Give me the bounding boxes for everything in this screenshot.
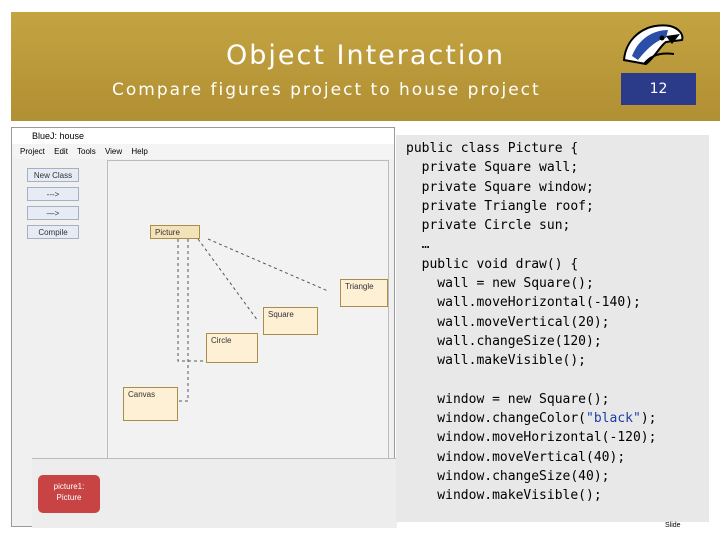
class-triangle[interactable]: Triangle [340,279,388,307]
side-toolbar: New Class ---> —> Compile [27,168,81,244]
code-line: public class Picture { [406,141,579,156]
header-background [11,12,720,121]
compile-button[interactable]: Compile [27,225,79,239]
code-line: window.makeVisible(); [406,488,602,504]
menu-item-view[interactable]: View [104,147,123,156]
object-name: picture1: [53,482,85,491]
slide-title: Object Interaction [226,40,505,71]
diagram-arrows [138,238,329,402]
new-class-button[interactable]: New Class [27,168,79,182]
menu-item-edit[interactable]: Edit [54,147,68,156]
object-picture1[interactable]: picture1: Picture [38,475,100,513]
menu-item-project[interactable]: Project [20,147,45,156]
object-bench: picture1: Picture [32,458,397,528]
menu-bar: Project Edit Tools View Help [12,144,394,159]
class-canvas[interactable]: Canvas [123,387,178,421]
class-diagram: Picture Triangle Square Circle Canvas [107,160,389,460]
class-picture[interactable]: Picture [150,225,200,239]
code-line: … [406,237,430,253]
class-circle[interactable]: Circle [206,333,258,363]
code-line: wall.makeVisible(); [406,353,587,369]
code-line: wall.moveHorizontal(-140); [406,295,641,311]
bluej-screenshot: BlueJ: house Project Edit Tools View Hel… [11,127,397,528]
slide-header [11,12,720,121]
menu-item-help[interactable]: Help [131,147,148,156]
code-line: private Square window; [406,179,594,195]
slide-footer: Slide [665,522,681,529]
object-type: Picture [56,493,82,502]
code-line: wall.changeSize(120); [406,333,602,349]
bluebird-logo-icon [622,24,684,66]
window-title: BlueJ: house [12,128,394,144]
code-listing: public class Picture { private Square wa… [396,135,709,522]
code-line: window.changeSize(40); [406,469,610,485]
code-line: private Circle sun; [406,218,571,234]
code-line: window.moveHorizontal(-120); [406,430,657,446]
code-line [406,371,709,390]
code-line: window.changeColor("black"); [406,411,657,427]
code-line: public void draw() { [406,256,579,272]
menu-item-tools[interactable]: Tools [77,147,96,156]
code-line: private Square wall; [406,160,579,176]
uses-arrow-button[interactable]: ---> [27,187,79,201]
code-line: window = new Square(); [406,391,610,407]
code-line: wall = new Square(); [406,276,594,292]
inheritance-arrow-button[interactable]: —> [27,206,79,220]
code-line: window.moveVertical(40); [406,449,626,465]
slide-number-badge: 12 [621,73,696,105]
class-square[interactable]: Square [263,307,318,335]
slide-subtitle: Compare figures project to house project [112,80,541,100]
code-line: private Triangle roof; [406,198,594,214]
code-line: wall.moveVertical(20); [406,314,610,330]
